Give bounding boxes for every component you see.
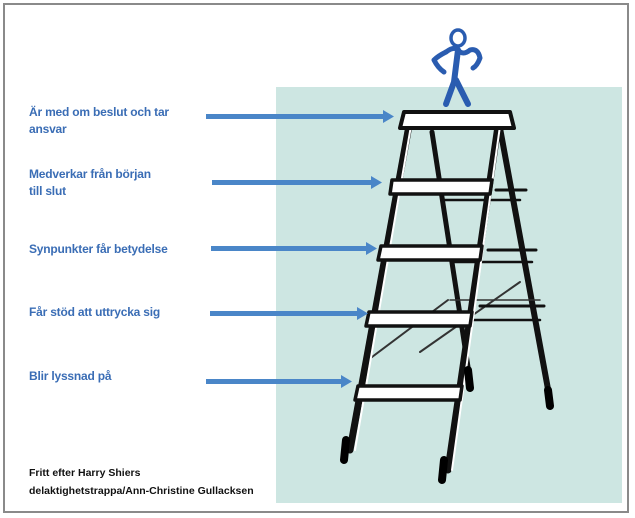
- step-label-2-line2: till slut: [29, 183, 151, 200]
- credit-line1: Fritt efter Harry Shiers: [29, 464, 254, 482]
- ladder: [344, 112, 550, 480]
- person-figure: [434, 30, 480, 104]
- step-label-2: Medverkar från början till slut: [29, 166, 151, 200]
- step-label-5-line1: Blir lyssnad på: [29, 368, 111, 385]
- step-label-1-line2: ansvar: [29, 121, 169, 138]
- arrow-step-4: [210, 307, 368, 320]
- arrow-step-5: [206, 375, 352, 388]
- step-label-3-line1: Synpunkter får betydelse: [29, 241, 168, 258]
- step-label-1: Är med om beslut och tar ansvar: [29, 104, 169, 138]
- step-label-5: Blir lyssnad på: [29, 368, 111, 385]
- arrow-step-1: [206, 110, 394, 123]
- arrow-step-2: [212, 176, 382, 189]
- step-label-3: Synpunkter får betydelse: [29, 241, 168, 258]
- step-label-4-line1: Får stöd att uttrycka sig: [29, 304, 160, 321]
- credit-line2: delaktighetstrappa/Ann-Christine Gullack…: [29, 482, 254, 500]
- step-label-4: Får stöd att uttrycka sig: [29, 304, 160, 321]
- arrow-step-3: [211, 242, 377, 255]
- step-label-1-line1: Är med om beslut och tar: [29, 104, 169, 121]
- step-label-2-line1: Medverkar från början: [29, 166, 151, 183]
- credit-text: Fritt efter Harry Shiers delaktighetstra…: [29, 464, 254, 500]
